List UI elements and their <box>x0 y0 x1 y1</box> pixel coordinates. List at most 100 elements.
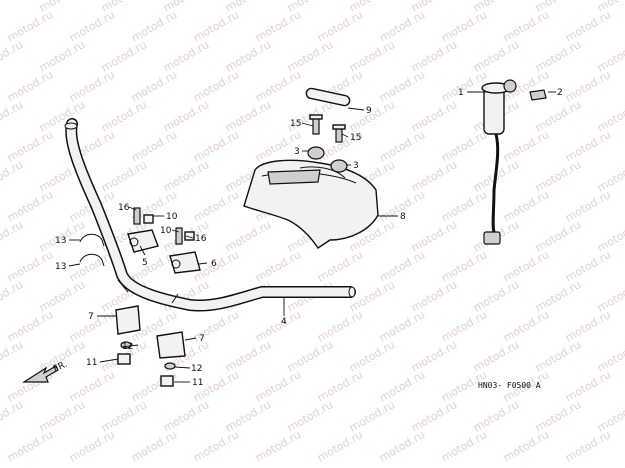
watermark-text: motod.ru <box>253 308 303 344</box>
bolt-15-right <box>335 127 343 143</box>
watermark-text: motod.ru <box>595 218 625 254</box>
cover-hardware <box>305 87 351 173</box>
watermark-text: motod.ru <box>5 128 55 164</box>
watermark-text: motod.ru <box>377 428 427 464</box>
watermark-text: motod.ru <box>471 398 521 434</box>
watermark-text: motod.ru <box>409 38 459 74</box>
watermark-text: motod.ru <box>409 338 459 374</box>
watermark-text: motod.ru <box>67 428 117 464</box>
watermark-text: motod.ru <box>533 278 583 314</box>
watermark-text: motod.ru <box>253 428 303 464</box>
watermark-text: motod.ru <box>5 68 55 104</box>
callout-11: 11 <box>86 358 97 368</box>
callout-1: 1 <box>458 88 464 98</box>
watermark-text: motod.ru <box>377 68 427 104</box>
watermark-text: motod.ru <box>161 38 211 74</box>
watermark-text: motod.ru <box>99 158 149 194</box>
rubber-strip-9 <box>305 87 351 107</box>
watermark-text: motod.ru <box>99 398 149 434</box>
callout-5: 5 <box>142 258 148 268</box>
diagram-code: HN03- F0500 A <box>478 381 541 390</box>
watermark-text: motod.ru <box>129 248 179 284</box>
watermark-text: motod.ru <box>501 188 551 224</box>
watermark-text: motod.ru <box>0 0 25 15</box>
watermark-text: motod.ru <box>347 98 397 134</box>
watermark-text: motod.ru <box>563 308 613 344</box>
watermark-text: motod.ru <box>377 308 427 344</box>
watermark-text: motod.ru <box>501 428 551 464</box>
watermark-text: motod.ru <box>223 98 273 134</box>
watermark-text: motod.ru <box>253 248 303 284</box>
switch-body-1 <box>483 87 505 135</box>
watermark-text: motod.ru <box>439 68 489 104</box>
watermark-text: motod.ru <box>285 338 335 374</box>
watermark-text: motod.ru <box>533 218 583 254</box>
watermark-text: motod.ru <box>161 98 211 134</box>
holder-5 <box>127 229 159 253</box>
watermark-text: motod.ru <box>439 308 489 344</box>
watermark-text: motod.ru <box>409 278 459 314</box>
callout-10: 10 <box>160 226 172 236</box>
watermark-text: motod.ru <box>377 368 427 404</box>
watermark-text: motod.ru <box>67 368 117 404</box>
watermark-text: motod.ru <box>409 98 459 134</box>
handlebar-cover <box>243 159 379 249</box>
holder-7-left <box>115 305 141 335</box>
callout-12: 12 <box>191 364 202 374</box>
callout-2: 2 <box>557 88 563 98</box>
watermark-text: motod.ru <box>471 38 521 74</box>
watermark-text: motod.ru <box>501 8 551 44</box>
watermark-text: motod.ru <box>377 8 427 44</box>
watermark-text: motod.ru <box>191 128 241 164</box>
callout-3: 3 <box>353 161 359 171</box>
callout-11: 11 <box>192 378 203 388</box>
watermark-text: motod.ru <box>37 398 87 434</box>
callout-16: 16 <box>118 203 130 213</box>
callout-9: 9 <box>366 106 372 116</box>
watermark-text: motod.ru <box>595 38 625 74</box>
watermark-text: motod.ru <box>409 158 459 194</box>
handlebar-holders-upper <box>127 207 201 274</box>
watermark-text: motod.ru <box>501 248 551 284</box>
washer-12-right <box>164 362 176 370</box>
watermark-text: motod.ru <box>471 278 521 314</box>
callout-8: 8 <box>400 212 406 222</box>
callout-7: 7 <box>88 312 94 322</box>
callout-13: 13 <box>55 262 66 272</box>
watermark-text: motod.ru <box>563 368 613 404</box>
watermark-text: motod.ru <box>409 218 459 254</box>
watermark-text: motod.ru <box>223 398 273 434</box>
watermark-text: motod.ru <box>533 38 583 74</box>
watermark-text: motod.ru <box>0 338 25 374</box>
watermark-text: motod.ru <box>563 128 613 164</box>
watermark-text: motod.ru <box>563 68 613 104</box>
callout-3: 3 <box>294 147 300 157</box>
watermark-text: motod.ru <box>595 158 625 194</box>
watermark-text: motod.ru <box>347 38 397 74</box>
watermark-text: motod.ru <box>5 428 55 464</box>
watermark-text: motod.ru <box>191 8 241 44</box>
wire-clamps <box>79 233 105 267</box>
watermark-text: motod.ru <box>501 128 551 164</box>
bolt-15-left <box>312 117 320 135</box>
watermark-text: motod.ru <box>285 38 335 74</box>
watermark-text: motod.ru <box>315 308 365 344</box>
watermark-text: motod.ru <box>223 38 273 74</box>
watermark-text: motod.ru <box>315 8 365 44</box>
watermark-text: motod.ru <box>533 158 583 194</box>
watermark-text: motod.ru <box>129 428 179 464</box>
callout-labels: 1 2 3 3 4 5 6 7 7 8 9 10 10 11 11 12 12 … <box>55 88 563 388</box>
callout-10: 10 <box>166 212 178 222</box>
watermark-text: motod.ru <box>161 398 211 434</box>
watermark-text: motod.ru <box>315 428 365 464</box>
watermark-text: motod.ru <box>0 278 25 314</box>
callout-7: 7 <box>199 334 205 344</box>
callout-16: 16 <box>195 234 207 244</box>
watermark-text: motod.ru <box>0 398 25 434</box>
callout-15: 15 <box>290 119 301 129</box>
knob-2 <box>529 89 547 101</box>
watermark-text: motod.ru <box>67 68 117 104</box>
watermark-text: motod.ru <box>347 278 397 314</box>
